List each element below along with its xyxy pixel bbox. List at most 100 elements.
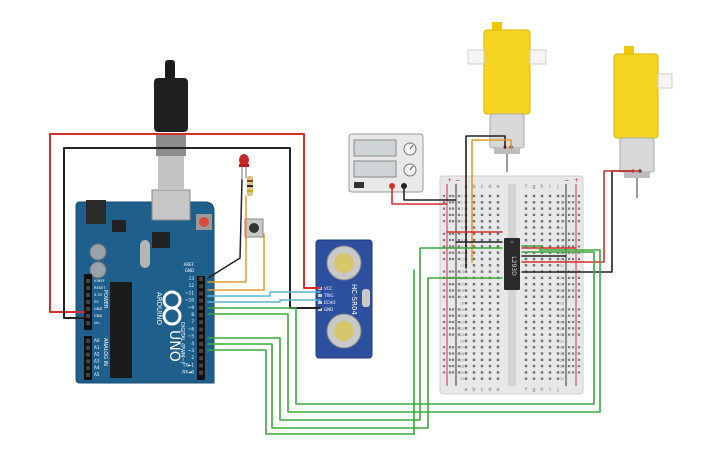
breadboard-hole[interactable]: [524, 339, 528, 343]
rail-hole[interactable]: [448, 346, 452, 349]
breadboard-hole[interactable]: [532, 327, 536, 330]
breadboard-hole[interactable]: [472, 308, 476, 311]
rail-hole[interactable]: [451, 295, 455, 298]
breadboard-hole[interactable]: [548, 295, 552, 298]
rail-hole[interactable]: [442, 232, 446, 235]
breadboard-hole[interactable]: [548, 346, 552, 349]
power-pin-socket[interactable]: [86, 314, 90, 318]
rail-hole[interactable]: [577, 358, 581, 361]
dc-motor-2[interactable]: [613, 46, 673, 198]
breadboard-hole[interactable]: [540, 371, 544, 374]
rail-hole[interactable]: [571, 333, 575, 336]
rail-hole[interactable]: [577, 194, 581, 198]
breadboard-hole[interactable]: [488, 201, 492, 204]
rail-hole[interactable]: [448, 251, 452, 254]
breadboard-hole[interactable]: [472, 339, 476, 343]
pushbutton[interactable]: [244, 218, 264, 238]
rail-hole[interactable]: [571, 308, 575, 311]
breadboard-hole[interactable]: [556, 327, 560, 330]
breadboard-hole[interactable]: [540, 226, 544, 229]
breadboard-hole[interactable]: [496, 314, 500, 317]
breadboard-hole[interactable]: [548, 226, 552, 229]
rail-hole[interactable]: [448, 207, 452, 210]
rail-hole[interactable]: [442, 257, 446, 261]
breadboard-hole[interactable]: [488, 238, 492, 242]
breadboard-hole[interactable]: [496, 283, 500, 286]
breadboard-hole[interactable]: [548, 245, 552, 248]
dc-motor-1[interactable]: [467, 22, 547, 172]
breadboard-hole[interactable]: [556, 194, 560, 198]
rail-hole[interactable]: [442, 333, 446, 336]
rail-hole[interactable]: [571, 213, 575, 216]
rail-hole[interactable]: [451, 257, 455, 261]
digital-pin-socket[interactable]: [199, 327, 203, 332]
breadboard-hole[interactable]: [524, 207, 528, 210]
breadboard-hole[interactable]: [524, 238, 528, 242]
breadboard-hole[interactable]: [472, 257, 476, 261]
breadboard-hole[interactable]: [540, 308, 544, 311]
rail-hole[interactable]: [457, 201, 461, 204]
rail-hole[interactable]: [448, 232, 452, 235]
rail-hole[interactable]: [577, 320, 581, 324]
rail-hole[interactable]: [451, 314, 455, 317]
breadboard-hole[interactable]: [532, 308, 536, 311]
breadboard-hole[interactable]: [524, 314, 528, 317]
breadboard-hole[interactable]: [488, 264, 492, 267]
breadboard-hole[interactable]: [556, 371, 560, 374]
rail-hole[interactable]: [561, 220, 565, 223]
breadboard-hole[interactable]: [480, 251, 484, 254]
breadboard-hole[interactable]: [480, 308, 484, 311]
breadboard-hole[interactable]: [464, 327, 468, 330]
breadboard-hole[interactable]: [540, 232, 544, 235]
rail-hole[interactable]: [442, 371, 446, 374]
breadboard-hole[interactable]: [540, 245, 544, 248]
breadboard-hole[interactable]: [464, 346, 468, 349]
breadboard-hole[interactable]: [556, 276, 560, 280]
rail-hole[interactable]: [561, 371, 565, 374]
rail-hole[interactable]: [448, 194, 452, 198]
breadboard-hole[interactable]: [480, 232, 484, 235]
breadboard-hole[interactable]: [464, 289, 468, 292]
rail-hole[interactable]: [567, 327, 571, 330]
wire-psu-black[interactable]: [403, 188, 456, 201]
breadboard-hole[interactable]: [548, 289, 552, 292]
rail-hole[interactable]: [451, 371, 455, 374]
breadboard-hole[interactable]: [556, 201, 560, 204]
breadboard-hole[interactable]: [548, 220, 552, 223]
power-pin-socket[interactable]: [86, 286, 90, 290]
breadboard-hole[interactable]: [464, 364, 468, 368]
rail-hole[interactable]: [561, 295, 565, 298]
rail-hole[interactable]: [567, 283, 571, 286]
breadboard-hole[interactable]: [556, 238, 560, 242]
rail-hole[interactable]: [567, 358, 571, 361]
breadboard-hole[interactable]: [488, 207, 492, 210]
rail-hole[interactable]: [442, 239, 446, 242]
rail-hole[interactable]: [457, 232, 461, 235]
breadboard-hole[interactable]: [464, 377, 468, 380]
breadboard-hole[interactable]: [496, 232, 500, 235]
rail-hole[interactable]: [457, 289, 461, 292]
power-pin-socket[interactable]: [86, 307, 90, 311]
rail-hole[interactable]: [457, 283, 461, 286]
breadboard-hole[interactable]: [548, 364, 552, 368]
breadboard-hole[interactable]: [488, 314, 492, 317]
breadboard-hole[interactable]: [524, 295, 528, 298]
breadboard-hole[interactable]: [496, 301, 500, 305]
arduino-uno-board[interactable]: ARDUINO UNO POWER ANALOG IN DIGITAL (PWM…: [75, 189, 215, 384]
rail-hole[interactable]: [448, 352, 452, 355]
rail-hole[interactable]: [577, 239, 581, 242]
breadboard-hole[interactable]: [524, 377, 528, 380]
breadboard-hole[interactable]: [532, 257, 536, 261]
rail-hole[interactable]: [448, 320, 452, 324]
breadboard-hole[interactable]: [496, 245, 500, 248]
analog-pin-socket[interactable]: [86, 366, 90, 371]
digital-pin-socket[interactable]: [199, 334, 203, 339]
breadboard-hole[interactable]: [472, 232, 476, 235]
breadboard-hole[interactable]: [472, 194, 476, 198]
red-led[interactable]: [239, 154, 249, 180]
breadboard-hole[interactable]: [548, 377, 552, 380]
breadboard-hole[interactable]: [524, 364, 528, 368]
rail-hole[interactable]: [561, 283, 565, 286]
breadboard-hole[interactable]: [524, 358, 528, 361]
